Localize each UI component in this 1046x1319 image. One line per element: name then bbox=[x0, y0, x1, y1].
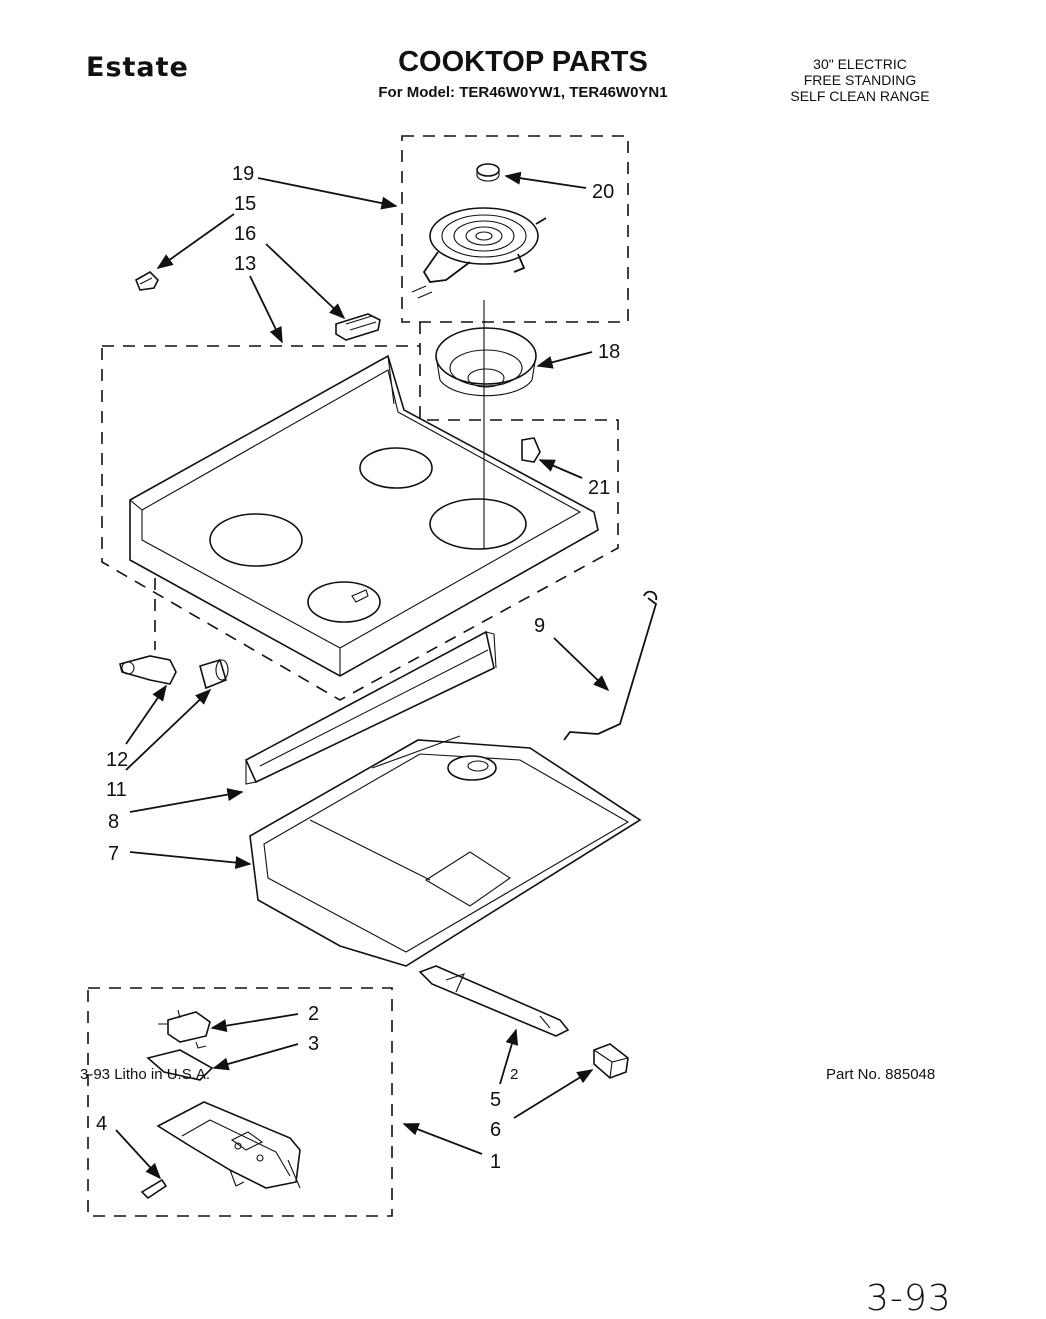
leader-5 bbox=[499, 1028, 519, 1085]
leader-16 bbox=[265, 243, 346, 320]
bushing bbox=[199, 659, 229, 690]
leader-13 bbox=[249, 275, 283, 344]
callout-3: 3 bbox=[308, 1033, 319, 1055]
receptacle-clip bbox=[134, 271, 159, 291]
switch-group-box bbox=[87, 987, 393, 1217]
leader-3 bbox=[212, 1043, 299, 1071]
leader-12 bbox=[125, 684, 167, 745]
callout-12: 12 bbox=[106, 749, 128, 771]
leader-21 bbox=[538, 459, 583, 479]
leader-18 bbox=[536, 351, 593, 369]
handwritten-date: 3-93 bbox=[866, 1278, 952, 1319]
leader-7 bbox=[129, 851, 252, 869]
cooktop-group-box bbox=[101, 345, 619, 701]
leader-4 bbox=[115, 1129, 162, 1180]
leader-6 bbox=[513, 1069, 594, 1119]
callout-19: 19 bbox=[232, 163, 254, 185]
leader-2 bbox=[210, 1013, 299, 1033]
cooktop-clip bbox=[521, 437, 541, 463]
callout-13: 13 bbox=[234, 253, 256, 275]
description-line-3: SELF CLEAN RANGE bbox=[790, 88, 930, 104]
element-group-box bbox=[401, 135, 629, 323]
mounting-bracket bbox=[418, 965, 570, 1037]
burner-box bbox=[249, 735, 642, 967]
leader-15 bbox=[156, 213, 235, 269]
leader-19 bbox=[257, 177, 398, 210]
callout-20: 20 bbox=[592, 181, 614, 203]
front-channel bbox=[244, 630, 497, 785]
callout-16: 16 bbox=[234, 223, 256, 245]
cooktop bbox=[129, 300, 599, 677]
leader-1 bbox=[402, 1123, 483, 1155]
page-number: 2 bbox=[510, 1066, 519, 1083]
terminal-cover bbox=[140, 1178, 168, 1200]
callout-7: 7 bbox=[108, 843, 119, 865]
callout-15: 15 bbox=[234, 193, 256, 215]
drip-bowl bbox=[435, 327, 537, 397]
callout-11: 11 bbox=[106, 779, 127, 801]
callout-1: 1 bbox=[490, 1151, 501, 1173]
callout-4: 4 bbox=[96, 1113, 107, 1135]
part-number: Part No. 885048 bbox=[826, 1066, 936, 1083]
litho-note: 3-93 Litho in U.S.A. bbox=[80, 1066, 211, 1083]
terminal-block bbox=[119, 655, 177, 685]
callout-6: 6 bbox=[490, 1119, 501, 1141]
infinite-switch bbox=[158, 1009, 211, 1049]
product-description: 30" ELECTRIC FREE STANDING SELF CLEAN RA… bbox=[760, 56, 960, 104]
support-rod bbox=[563, 590, 658, 741]
switch-insulator bbox=[146, 1049, 214, 1081]
surface-element bbox=[411, 207, 547, 299]
page-title: COOKTOP PARTS bbox=[398, 46, 648, 78]
leader-8 bbox=[129, 788, 244, 813]
description-line-1: 30" ELECTRIC bbox=[813, 56, 907, 72]
switch-bracket bbox=[156, 1101, 301, 1189]
callout-2: 2 bbox=[308, 1003, 319, 1025]
callout-21: 21 bbox=[588, 477, 610, 499]
surface-element-cap bbox=[476, 163, 500, 182]
element-receptacle bbox=[335, 313, 381, 341]
leader-11 bbox=[125, 688, 212, 771]
leader-9 bbox=[553, 637, 610, 692]
brand-logo: Estate bbox=[86, 52, 189, 83]
description-line-2: FREE STANDING bbox=[803, 72, 917, 88]
leader-20 bbox=[504, 171, 587, 189]
callout-8: 8 bbox=[108, 811, 119, 833]
callout-5: 5 bbox=[490, 1089, 501, 1111]
callout-18: 18 bbox=[598, 341, 620, 363]
callout-9: 9 bbox=[534, 615, 545, 637]
model-line: For Model: TER46W0YW1, TER46W0YN1 bbox=[378, 84, 668, 101]
terminal-connector bbox=[593, 1043, 629, 1079]
